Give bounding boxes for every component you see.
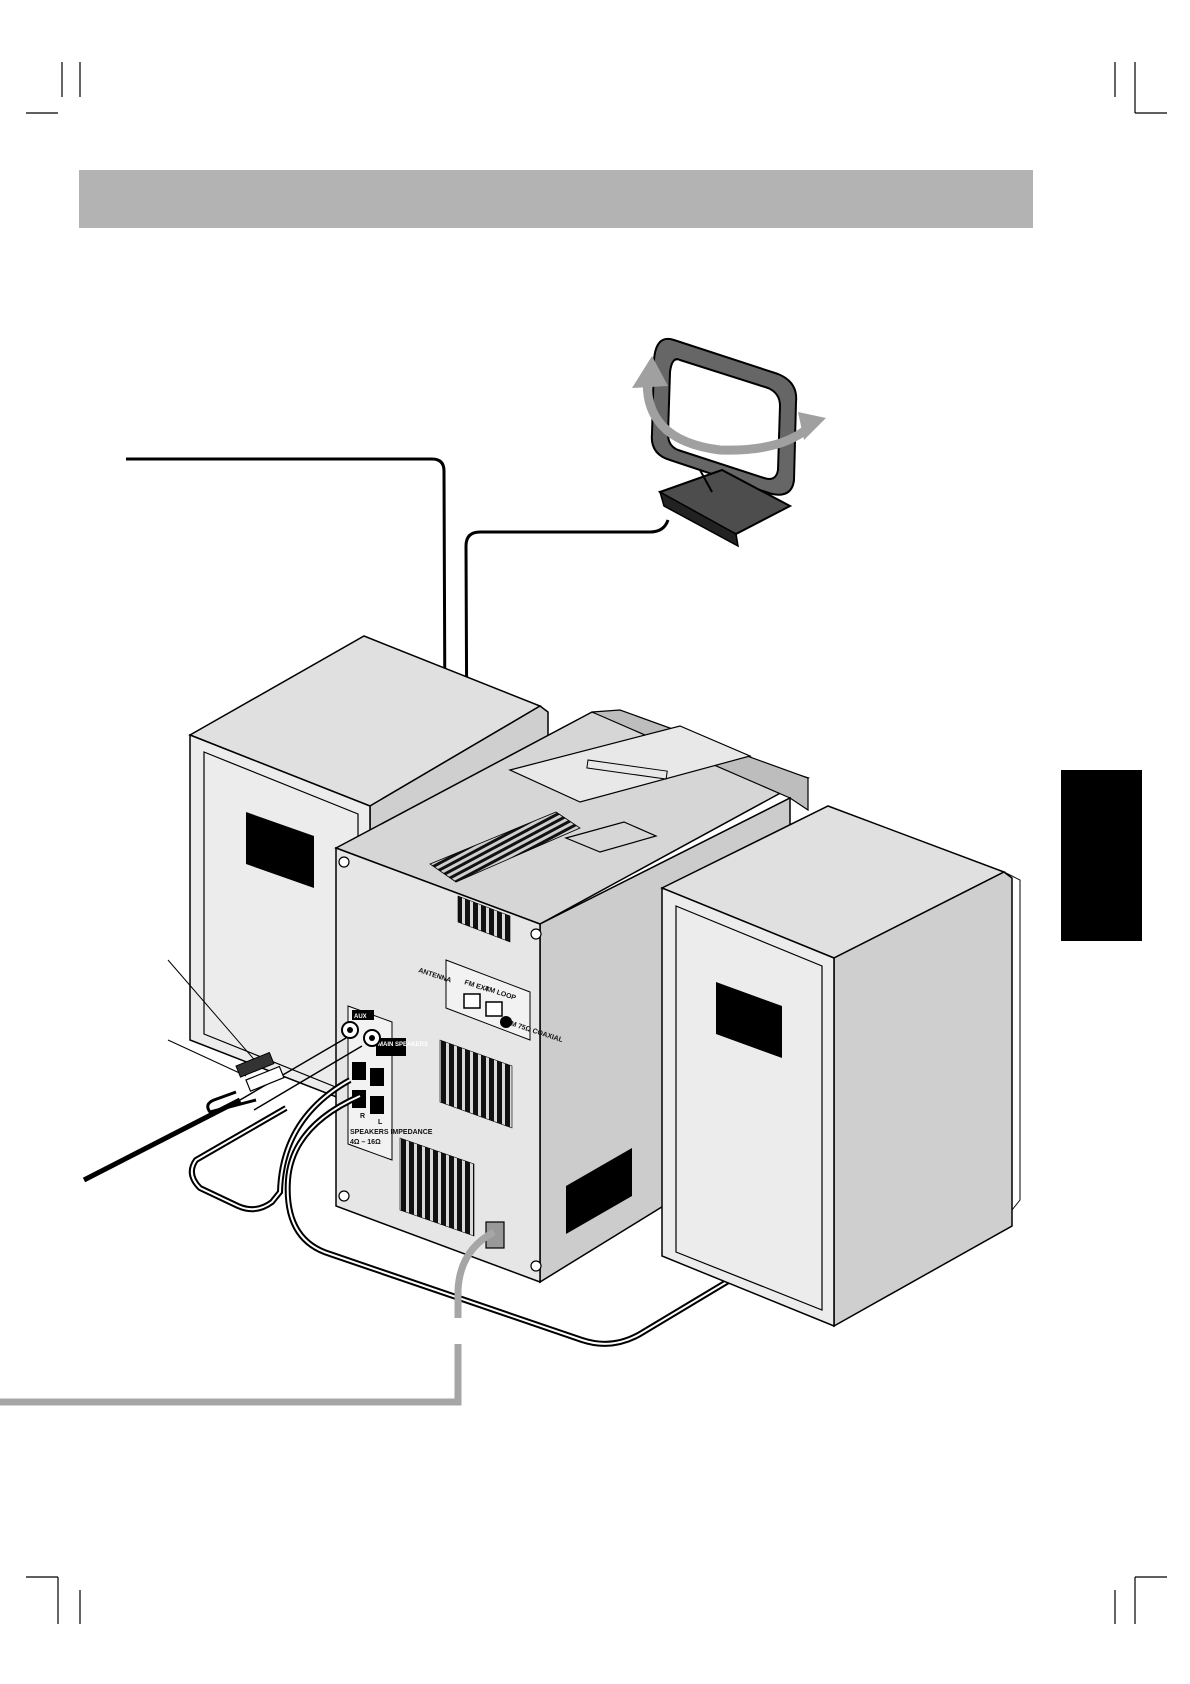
section-title-bar [79,170,1033,228]
callout-line [167,959,259,1065]
rear-terminals [341,1016,512,1114]
right-speaker [660,805,1021,1328]
section-side-tab [1061,770,1142,941]
fm-wire-antenna [126,457,448,1001]
left-speaker-cable [188,1077,352,1213]
callout-line [167,1039,247,1077]
rotate-arrow-icon [632,356,826,455]
crop-marks [26,62,1167,1624]
right-channel-label: R [360,1113,365,1120]
speakers-impedance-label: SPEAKERS IMPEDANCE [350,1129,433,1136]
impedance-value-label: 4Ω – 16Ω [350,1139,381,1146]
ac-power-cord [0,1228,496,1406]
right-speaker-cable [284,1093,752,1347]
aux-cable [82,1037,363,1183]
left-channel-label: L [378,1119,383,1126]
aux-label: AUX [354,1014,367,1020]
main-speakers-label: MAIN SPEAKERS [378,1042,428,1048]
